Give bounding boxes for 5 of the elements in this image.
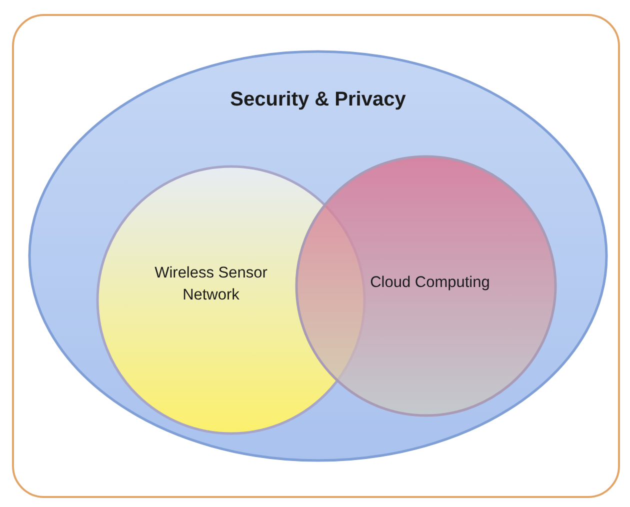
circle-label: Wireless Sensor Network xyxy=(154,264,268,306)
circle-label: Cloud Computing xyxy=(369,272,491,293)
outer-ellipse xyxy=(28,50,608,462)
section-title: Security & Privacy xyxy=(229,88,407,112)
venn-circle xyxy=(295,155,557,417)
